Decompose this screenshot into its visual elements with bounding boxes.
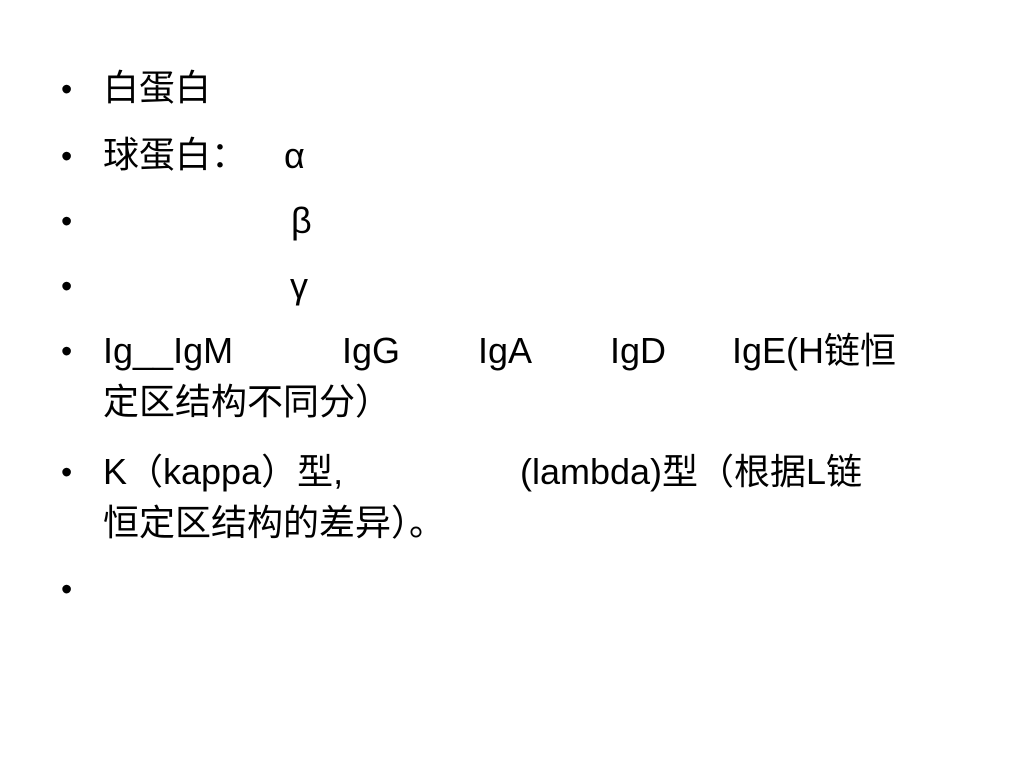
greek-gamma: γ <box>290 265 308 306</box>
list-item-text: 白蛋白 <box>103 68 212 109</box>
bullet-icon: • <box>61 454 73 490</box>
bullet-icon: • <box>61 333 73 369</box>
greek-beta: β <box>291 200 312 241</box>
bullet-icon: • <box>61 71 73 107</box>
ige-label: IgE(H链恒 <box>732 330 897 371</box>
bullet-icon: • <box>61 571 73 607</box>
bullet-icon: • <box>61 203 73 239</box>
greek-alpha: α <box>284 135 305 176</box>
iga-label: IgA <box>478 330 533 371</box>
lambda-type-label: (lambda)型（根据L链 <box>520 451 863 492</box>
igg-label: IgG <box>342 330 401 371</box>
ig-igm-label: Ig__IgM <box>103 330 234 371</box>
igd-label: IgD <box>610 330 667 371</box>
bullet-icon: • <box>61 138 73 174</box>
list-item-text-prefix: 球蛋白： <box>103 135 248 176</box>
bullet-icon: • <box>61 268 73 304</box>
list-item-continuation: 定区结构不同分） <box>103 382 392 423</box>
kappa-type-label: K（kappa）型, <box>103 451 344 492</box>
list-item-continuation: 恒定区结构的差异）。 <box>103 503 446 544</box>
